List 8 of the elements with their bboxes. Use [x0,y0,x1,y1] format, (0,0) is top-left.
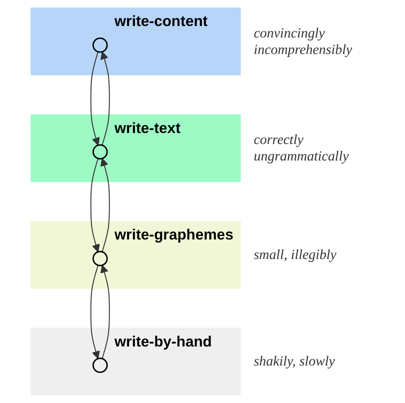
band-note: shakily, slowly [254,353,335,370]
band-title: write-graphemes [114,226,234,246]
band-note: convincingly incomprehensibly [254,24,354,58]
band-title: write-text [114,120,180,139]
band-note: small, illegibly [254,246,336,264]
band-note: correctly ungrammatically [254,131,350,165]
band-title: write-by-hand [114,333,212,352]
band-title: write-content [114,13,208,32]
